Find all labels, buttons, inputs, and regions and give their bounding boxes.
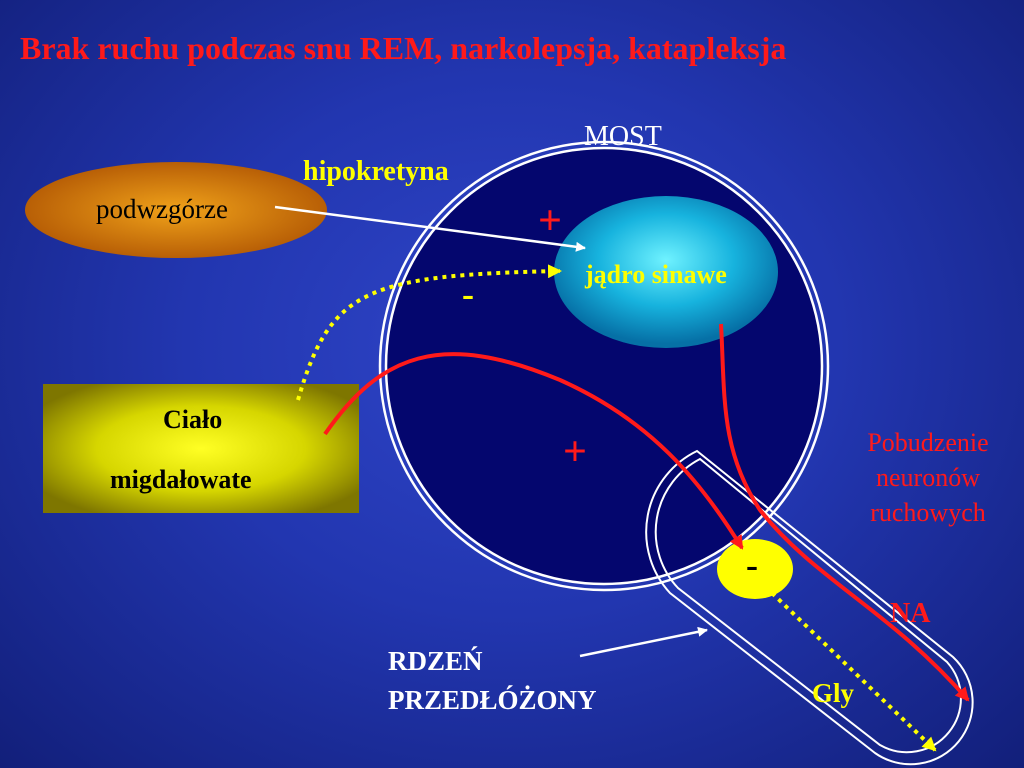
amygdala-inhibition-arrow [296,264,562,401]
inhibition-sign-node: - [746,545,758,585]
medulla-capsule-outer [645,449,974,766]
excitation-sign-pathway: + [563,429,587,475]
excitation-sign-hypocretin: + [538,198,562,244]
medulla-label-line1: RDZEŃ [388,646,483,676]
amygdala-label-line2: migdałowate [110,465,252,494]
motor-neuron-excitation-label: Pobudzenie neuronów ruchowych [867,428,989,528]
noradrenaline-label: NA [890,598,931,629]
amygdala-box [43,384,359,513]
pons-circle [378,140,830,592]
locus-coeruleus-label: jądro sinawe [585,260,727,289]
glycine-label: Gly [812,678,855,708]
hypocretin-label: hipokretyna [303,156,449,187]
medulla-pointer-arrow [579,626,708,658]
hypothalamus-oval [25,162,327,258]
glycine-arrow [770,591,937,752]
inhibitory-node [717,539,793,599]
hypocretin-arrow [274,205,586,252]
inhibition-sign-amygdala: - [462,274,474,314]
hypothalamus-label: podwzgórze [96,194,228,224]
medulla-label-line2: PRZEDŁÓŻONY [388,685,597,715]
slide-title: Brak ruchu podczas snu REM, narkolepsja,… [20,30,787,66]
noradrenaline-pathway [719,323,970,702]
amygdala-excitatory-pathway [323,352,744,550]
amygdala-label-line1: Ciało [163,405,223,434]
pons-label: MOST [584,121,662,152]
locus-coeruleus-ellipse [554,196,778,348]
